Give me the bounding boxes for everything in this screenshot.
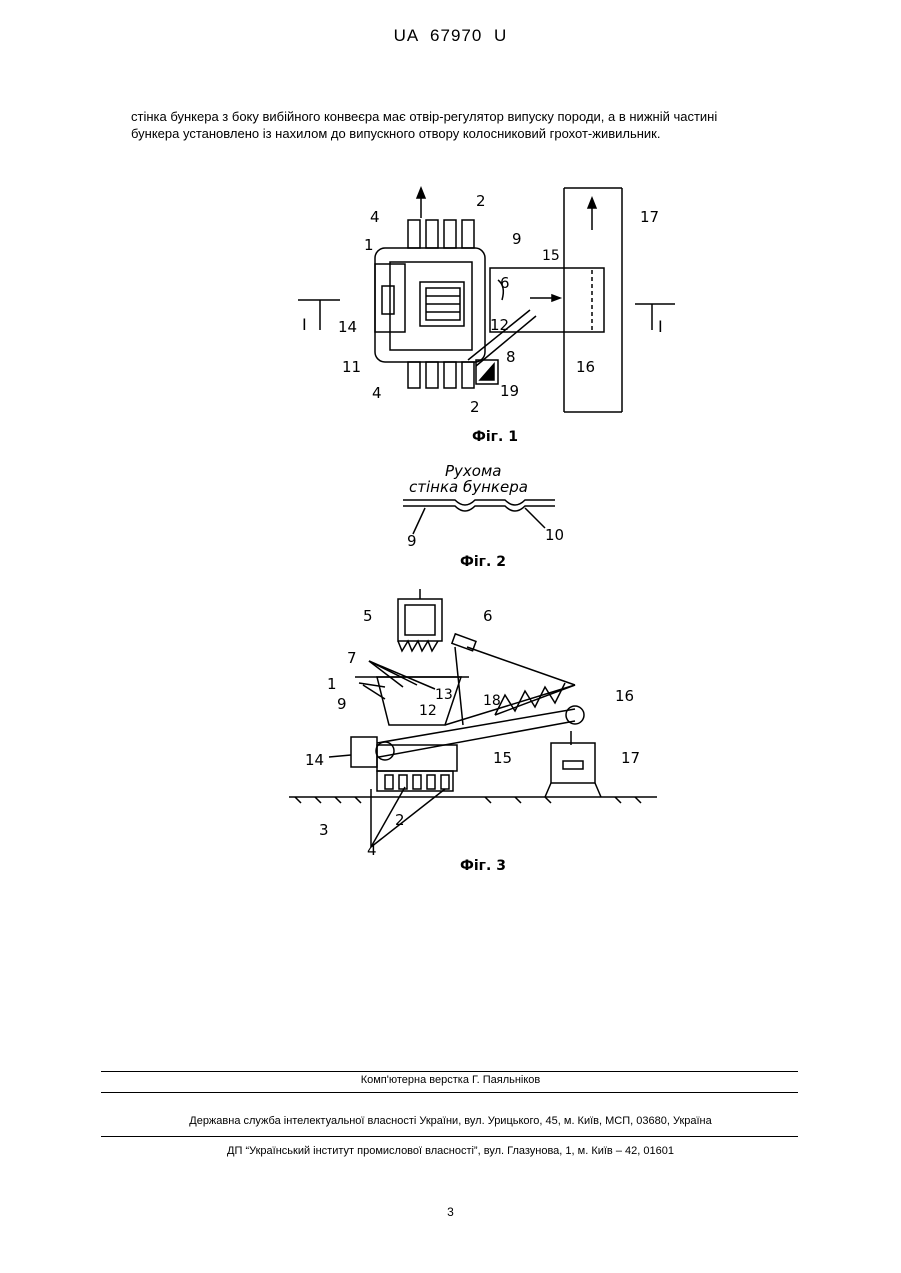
body-line-2: бункера установлено із нахилом до випуск… xyxy=(131,125,821,142)
document-id-header: UA 67970 U xyxy=(0,26,901,46)
fig2-handwriting-line-2: стінка бункера xyxy=(409,478,528,496)
figure-1-caption: Фіг. 1 xyxy=(472,429,518,445)
fig3-label-7: 7 xyxy=(347,649,357,667)
fig1-label-15: 15 xyxy=(542,248,560,264)
body-paragraph: стінка бункера з боку вибійного конвеєра… xyxy=(131,108,821,142)
fig3-label-18: 18 xyxy=(483,693,501,709)
figure-2-caption: Фіг. 2 xyxy=(460,554,506,570)
fig1-label-1: 1 xyxy=(364,236,374,254)
figure-1-drawing: I I 2 4 1 9 15 17 6 12 14 11 8 19 2 4 16 xyxy=(280,180,680,420)
fig2-label-10: 10 xyxy=(545,526,564,544)
fig1-label-4-top: 4 xyxy=(370,208,380,226)
figure-3-caption: Фіг. 3 xyxy=(460,858,506,874)
footer-rule-2 xyxy=(101,1092,798,1093)
fig1-label-4-bottom: 4 xyxy=(372,384,382,402)
fig3-label-12: 12 xyxy=(419,703,437,719)
figure-3-drawing: 5 6 7 1 9 12 13 18 16 14 15 17 3 2 4 xyxy=(285,585,665,855)
footer-layout-credit: Комп'ютерна верстка Г. Паяльніков xyxy=(0,1074,901,1086)
fig2-label-9: 9 xyxy=(407,532,417,548)
fig3-label-15: 15 xyxy=(493,749,512,767)
fig1-label-19: 19 xyxy=(500,382,519,400)
fig1-label-8: 8 xyxy=(506,348,516,366)
fig3-label-1: 1 xyxy=(327,675,337,693)
page-number: 3 xyxy=(0,1205,901,1219)
fig3-label-4: 4 xyxy=(367,841,377,855)
fig3-label-2: 2 xyxy=(395,811,405,829)
fig3-label-6: 6 xyxy=(483,607,493,625)
footer-rule-3 xyxy=(101,1136,798,1137)
body-line-1: стінка бункера з боку вибійного конвеєра… xyxy=(131,108,821,125)
fig1-label-9: 9 xyxy=(512,230,522,248)
fig1-label-12: 12 xyxy=(490,316,509,334)
footer-institute-address: ДП “Український інститут промислової вла… xyxy=(0,1145,901,1157)
fig3-label-13: 13 xyxy=(435,687,453,703)
figure-2-drawing: Рухома стінка бункера 9 10 xyxy=(395,458,575,548)
fig1-label-16: 16 xyxy=(576,358,595,376)
fig1-label-6: 6 xyxy=(500,274,510,292)
fig3-label-3: 3 xyxy=(319,821,329,839)
fig1-label-i-right: I xyxy=(658,317,663,336)
footer-rule-1 xyxy=(101,1071,798,1072)
fig3-label-17: 17 xyxy=(621,749,640,767)
fig1-label-11: 11 xyxy=(342,358,361,376)
fig3-label-14: 14 xyxy=(305,751,324,769)
fig1-label-17: 17 xyxy=(640,208,659,226)
footer-agency-address: Державна служба інтелектуальної власност… xyxy=(0,1115,901,1127)
fig1-label-2-bottom: 2 xyxy=(470,398,480,416)
fig1-label-14: 14 xyxy=(338,318,357,336)
fig1-label-i-left: I xyxy=(302,315,307,334)
fig1-label-2-top: 2 xyxy=(476,192,486,210)
fig3-label-16: 16 xyxy=(615,687,634,705)
fig3-label-9: 9 xyxy=(337,695,347,713)
fig3-label-5: 5 xyxy=(363,607,373,625)
